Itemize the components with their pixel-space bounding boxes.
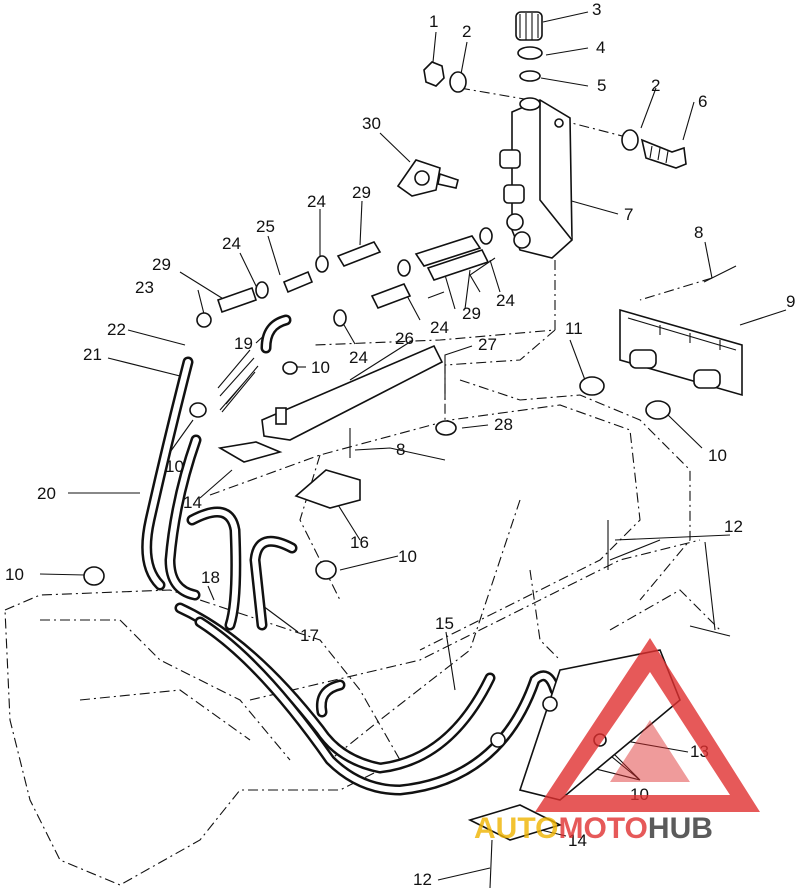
callout-14: 14 <box>183 493 202 512</box>
callout-30: 30 <box>362 114 381 133</box>
callout-1: 1 <box>429 12 438 31</box>
fasteners <box>349 265 737 889</box>
watermark-auto: AUTO <box>474 812 558 845</box>
callout-6: 6 <box>698 92 707 111</box>
callout-11: 11 <box>565 319 583 338</box>
callout-3: 3 <box>592 0 601 19</box>
watermark-moto: MOTO <box>558 812 647 845</box>
callout-27: 27 <box>478 335 497 354</box>
callout-9: 9 <box>786 292 795 311</box>
callout-29: 29 <box>352 183 371 202</box>
callout-10: 10 <box>708 446 727 465</box>
callout-16: 16 <box>350 533 369 552</box>
callout-10: 10 <box>165 457 184 476</box>
callout-29: 29 <box>152 255 171 274</box>
pressure-switch <box>396 159 459 197</box>
watermark-text: AUTOMOTOHUB <box>474 812 713 845</box>
callout-29: 29 <box>462 304 481 323</box>
callout-10: 10 <box>398 547 417 566</box>
callout-17: 17 <box>300 626 319 645</box>
callout-2: 2 <box>462 22 471 41</box>
callout-4: 4 <box>596 38 605 57</box>
callout-23: 23 <box>135 278 154 297</box>
callout-24: 24 <box>222 234 241 253</box>
callout-8: 8 <box>694 223 703 242</box>
leader-lines <box>39 11 787 881</box>
hose-clamps <box>83 361 671 748</box>
callout-18: 18 <box>201 568 220 587</box>
coil-spring <box>217 349 259 413</box>
watermark-hub: HUB <box>648 812 713 845</box>
callout-20: 20 <box>37 484 56 503</box>
callout-24: 24 <box>307 192 326 211</box>
callout-14: 14 <box>568 831 587 850</box>
callout-10: 10 <box>5 565 24 584</box>
callout-15: 15 <box>435 614 454 633</box>
callout-12: 12 <box>724 517 743 536</box>
watermark-inner-triangle <box>610 720 690 782</box>
callout-12: 12 <box>413 870 432 889</box>
callout-21: 21 <box>83 345 102 364</box>
callout-22: 22 <box>107 320 126 339</box>
callout-10: 10 <box>311 358 330 377</box>
cap-assembly <box>423 11 687 169</box>
callout-26: 26 <box>395 329 414 348</box>
coolant-reservoir <box>499 97 573 259</box>
hose-fittings <box>196 227 493 328</box>
callout-5: 5 <box>597 76 606 95</box>
callout-24: 24 <box>430 318 449 337</box>
callout-labels: 1 2 3 4 5 2 6 30 7 24 29 25 24 8 29 23 2… <box>5 0 795 889</box>
callout-19: 19 <box>234 334 253 353</box>
callout-7: 7 <box>624 205 633 224</box>
callout-24: 24 <box>349 348 368 367</box>
coolant-hoses <box>141 314 561 796</box>
callout-28: 28 <box>494 415 513 434</box>
callout-24: 24 <box>496 291 515 310</box>
callout-25: 25 <box>256 217 275 236</box>
callout-2: 2 <box>651 76 660 95</box>
watermark-logo: AUTOMOTOHUB <box>474 638 760 845</box>
callout-8: 8 <box>396 440 405 459</box>
watermark-triangle <box>535 638 760 812</box>
chassis-outline <box>4 260 721 886</box>
